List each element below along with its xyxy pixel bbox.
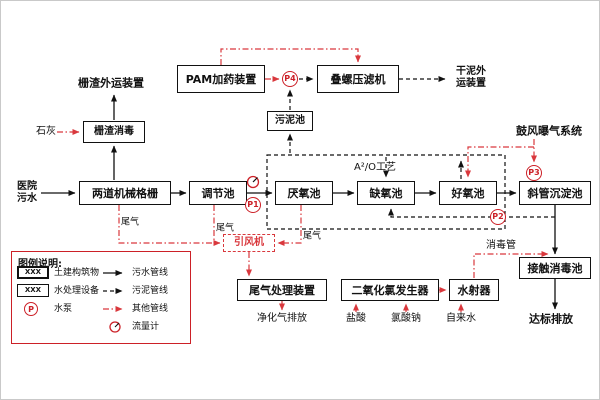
label-hcl: 盐酸 [346,313,366,324]
legend-label-civil: 土建构筑物 [54,268,100,278]
box-inclined-settler: 斜管沉淀池 [519,181,591,205]
box-aerobic-tank: 好氧池 [439,181,497,205]
other-lines [57,48,549,312]
label-dry-sludge-2: 运装置 [456,78,486,89]
box-water-ejector: 水射器 [449,279,499,301]
label-lime: 石灰 [36,126,56,137]
box-pam-dosing: PAM加药装置 [177,65,265,93]
equipment-sample-icon: XXX [17,284,49,297]
legend: 图例说明: XXX 土建构筑物 污水管线 XXX 水处理设备 污泥管线 P 水泵… [11,251,191,344]
legend-label-sludge-line: 污泥管线 [132,286,169,296]
label-exhaust-2: 尾气 [215,223,235,234]
label-sodium-chlorate: 氯酸钠 [391,313,421,324]
label-disinfection-pipe: 消毒管 [486,240,516,251]
pump-p4: P4 [282,71,298,87]
legend-label-equipment: 水处理设备 [54,286,100,296]
legend-label-other-line: 其他管线 [132,304,169,314]
sludge-line-icon [103,288,123,294]
sludge-lines [266,76,555,230]
label-discharge: 达标排放 [529,312,573,326]
label-aeration-system: 鼓风曝气系统 [516,124,582,138]
label-residue-transport: 栅渣外运装置 [78,76,144,90]
other-line-icon [103,306,123,312]
box-anaerobic-tank: 厌氧池 [275,181,333,205]
legend-label-sewage-line: 污水管线 [132,268,169,278]
legend-title: 图例说明: [18,259,62,270]
legend-label-flow-meter: 流量计 [132,322,160,332]
flow-meter-icon [246,175,260,189]
label-exhaust-1: 尾气 [120,217,140,228]
label-a2o-process: A²/O工艺 [353,162,397,173]
flow-meter-legend-icon [109,321,121,333]
pump-p2: P2 [490,209,506,225]
label-clean-gas-discharge: 净化气排放 [257,313,307,324]
label-exhaust-3: 尾气 [302,231,322,242]
box-exhaust-treatment: 尾气处理装置 [237,279,327,301]
box-chlorine-dioxide-generator: 二氧化氯发生器 [341,279,439,301]
label-hospital-sewage-2: 污水 [17,193,37,204]
pump-p1: P1 [245,197,261,213]
sewage-line-icon [103,270,123,276]
box-sludge-tank: 污泥池 [267,111,313,131]
pump-sample-icon: P [24,302,38,316]
box-contact-disinfection-tank: 接触消毒池 [519,257,591,279]
box-induced-draft-fan: 引风机 [223,234,275,252]
pump-p3: P3 [526,165,542,181]
label-hospital-sewage-1: 医院 [17,181,37,192]
box-mechanical-grille: 两道机械格栅 [79,181,171,205]
sewage-lines [41,94,558,310]
box-residue-disinfect: 栅渣消毒 [83,121,145,143]
civil-structure-sample-icon: XXX [17,266,49,279]
box-anoxic-tank: 缺氧池 [357,181,415,205]
label-dry-sludge-1: 干泥外 [456,66,486,77]
box-regulating-tank: 调节池 [189,181,247,205]
legend-label-pump: 水泵 [54,304,73,314]
label-tap-water: 自来水 [446,313,476,324]
box-screw-press: 叠螺压滤机 [317,65,399,93]
